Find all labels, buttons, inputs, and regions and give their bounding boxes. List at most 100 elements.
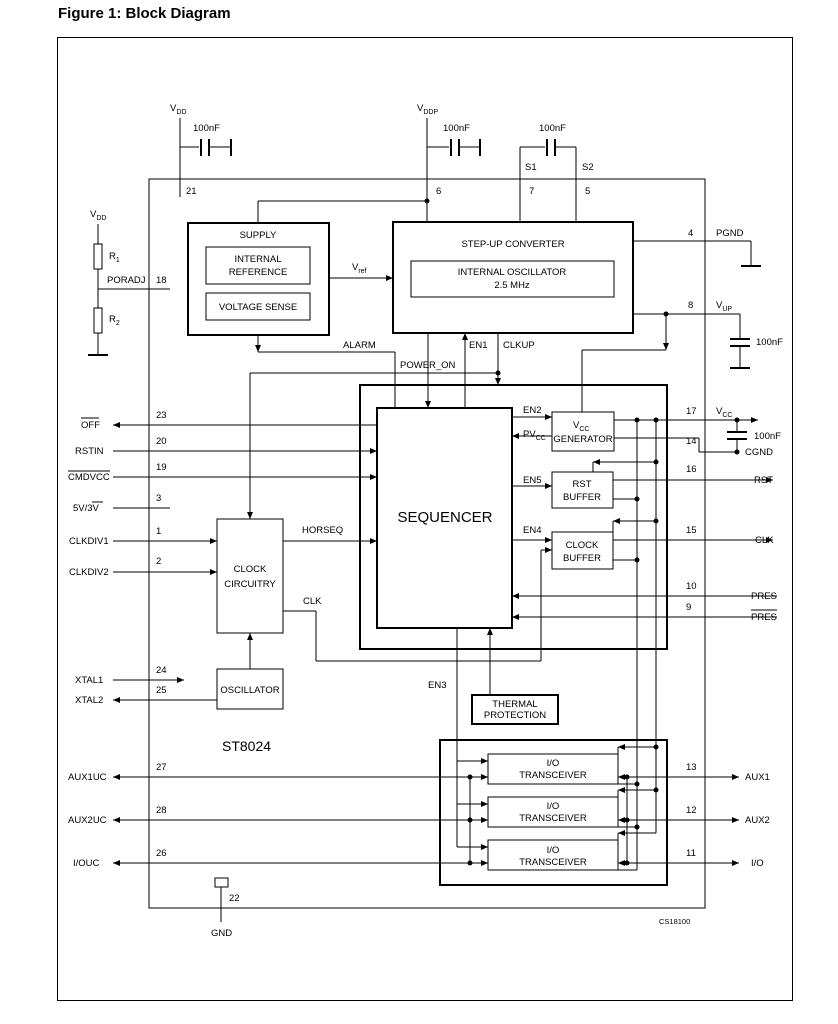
pin-num-19: 19 [156,462,167,473]
pin-num-5: 5 [585,186,590,197]
cmdvcc-label: CMDVCC [68,472,110,483]
svg-text:RST: RST [573,479,592,490]
cap-label-c1: 100nF [193,123,220,134]
svg-text:2.5 MHz: 2.5 MHz [494,280,530,291]
step-up-cap: 100nF S1 S2 7 5 [519,123,594,222]
vcc-generator-block: VCC GENERATOR [551,411,615,452]
svg-text:VDD: VDD [170,103,186,116]
en4-label: EN4 [523,525,541,536]
svg-text:CIRCUITRY: CIRCUITRY [224,579,276,590]
alarm-label: ALARM [343,340,376,351]
svg-text:SEQUENCER: SEQUENCER [397,509,492,526]
en3-label: EN3 [428,680,446,691]
pin-num-7: 7 [529,186,534,197]
pgnd-label: PGND [716,228,744,239]
svg-text:INTERNAL OSCILLATOR: INTERNAL OSCILLATOR [458,267,567,278]
clkup-label: CLKUP [503,340,535,351]
pin-num-13: 13 [686,762,697,773]
5v3v-label: 5V/3V [73,503,100,514]
power-on-label: POWER_ON [400,360,456,371]
svg-text:R1: R1 [109,251,120,264]
en2-label: EN2 [523,405,541,416]
doc-code: CS18100 [659,917,690,926]
cap-label-c5: 100nF [754,431,781,442]
pin-num-12: 12 [686,805,697,816]
s1-label: S1 [525,162,537,173]
oscillator-block: OSCILLATOR [216,668,284,710]
figure-frame [57,37,793,1001]
aux1uc-label: AUX1UC [68,772,107,783]
svg-text:BUFFER: BUFFER [563,492,601,503]
clk-out-label: CLK [755,535,774,546]
svg-text:REFERENCE: REFERENCE [229,267,288,278]
pin-num-8: 8 [688,300,693,311]
gnd-pad [214,877,229,888]
poradj-divider: VDD R1 R2 PORADJ 18 [88,209,170,356]
pin-num-11: 11 [686,848,696,859]
vref-label: Vref [352,262,367,275]
pin-num-24: 24 [156,665,167,676]
thermal-protection-block: THERMAL PROTECTION [471,694,559,725]
pin-num-16: 16 [686,464,697,475]
io-transceiver-3: I/O TRANSCEIVER [487,839,619,871]
poradj-label: PORADJ [107,275,146,286]
pin-num-1: 1 [156,526,161,537]
pin-num-26: 26 [156,848,167,859]
chip-name: ST8024 [222,738,271,754]
pin-num-9: 9 [686,602,691,613]
vdd-top-pin: VDD 100nF 21 [170,103,232,197]
vcc-out-label: VCC [716,406,732,419]
aux1-label: AUX1 [745,772,770,783]
svg-text:SUPPLY: SUPPLY [240,230,277,241]
en5-label: EN5 [523,475,541,486]
vddp-pin: VDDP 100nF 6 [417,103,481,201]
pin-num-25: 25 [156,685,167,696]
cap-label-c4: 100nF [756,337,783,348]
clock-buffer-block: CLOCK BUFFER [551,531,614,570]
svg-text:THERMAL: THERMAL [492,699,537,710]
pin-num-17: 17 [686,406,697,417]
svg-text:BUFFER: BUFFER [563,553,601,564]
svg-text:R2: R2 [109,314,120,327]
xtal1-label: XTAL1 [75,675,103,686]
io-group [439,739,668,886]
horseq-label: HORSEQ [302,525,343,536]
svg-text:CLOCK: CLOCK [566,540,599,551]
iouc-label: I/OUC [73,858,100,869]
pin-num-10: 10 [686,581,697,592]
cgnd-label: CGND [745,447,773,458]
clkdiv1-label: CLKDIV1 [69,536,109,547]
cap-label-c3: 100nF [539,123,566,134]
pin-num-18: 18 [156,275,167,286]
pin-num-20: 20 [156,436,167,447]
pin-num-3: 3 [156,493,161,504]
pin-num-4: 4 [688,228,693,239]
io-label: I/O [751,858,764,869]
aux2-label: AUX2 [745,815,770,826]
rst-buffer-block: RST BUFFER [551,471,614,509]
clock-circuitry-block: CLOCK CIRCUITRY [216,518,284,634]
pin-num-6: 6 [436,186,441,197]
figure-title: Figure 1: Block Diagram [58,5,231,22]
svg-text:I/O: I/O [547,845,560,856]
internal-reference-label: INTERNAL [235,254,282,265]
xtal2-label: XTAL2 [75,695,103,706]
pin-num-2: 2 [156,556,161,567]
svg-text:PROTECTION: PROTECTION [484,710,546,721]
voltage-sense-label: VOLTAGE SENSE [219,302,297,313]
sequencer-group [359,384,668,650]
pin-num-14: 14 [686,436,697,447]
clk-internal-label: CLK [303,596,322,607]
pin-num-15: 15 [686,525,697,536]
pres-n-label: PRES [751,612,777,623]
clkdiv2-label: CLKDIV2 [69,567,109,578]
gnd-label: GND [211,928,232,939]
svg-text:VCC: VCC [573,420,589,433]
supply-block: SUPPLY INTERNAL REFERENCE VOLTAGE SENSE [187,222,330,336]
svg-text:TRANSCEIVER: TRANSCEIVER [519,813,587,824]
pvcc-label: PVCC [523,429,546,442]
svg-text:VDDP: VDDP [417,103,438,116]
pin-num-21: 21 [186,186,197,197]
io-transceiver-2: I/O TRANSCEIVER [487,796,619,828]
